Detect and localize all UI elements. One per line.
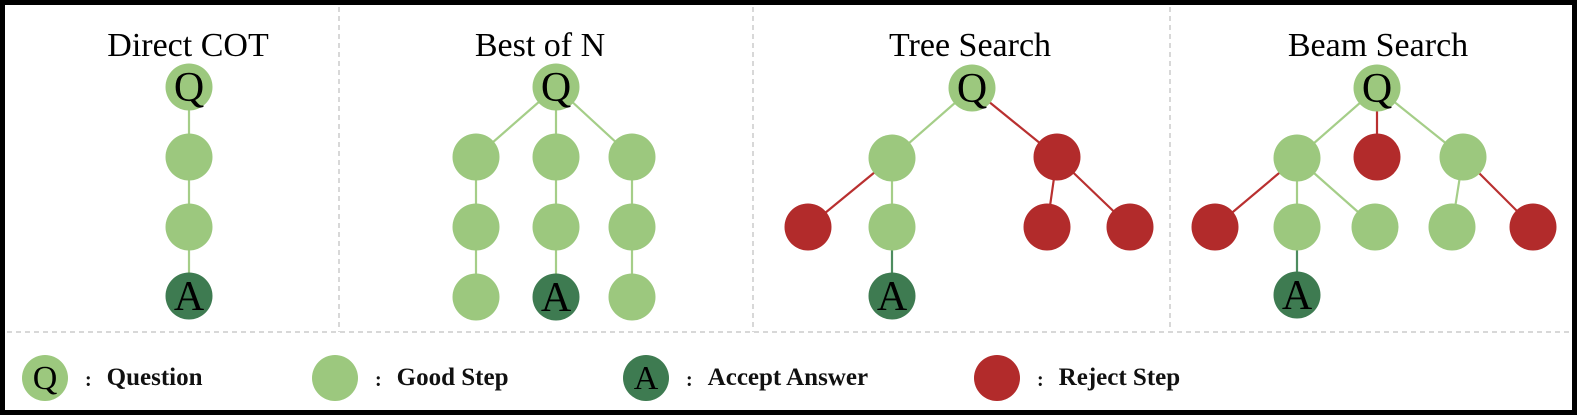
legend-label-accept-answer: Accept Answer [707,364,869,391]
node-reject [784,203,832,251]
node-label-Q: Q [957,66,987,112]
node-good [1273,203,1321,251]
node-label-A: A [541,275,572,321]
panel-title-direct-cot: Direct COT [107,27,269,64]
node-label-Q: Q [1362,66,1392,112]
legend-label-good-step: Good Step [396,364,509,391]
node-good [1428,203,1476,251]
node-good [1351,203,1399,251]
legend-separator: : [375,368,382,391]
node-good [532,133,580,181]
legend-separator: : [85,368,92,391]
node-good [608,133,656,181]
node-good [608,203,656,251]
tree-graphs: Q A Q A Q A Q A [165,63,1557,321]
node-label-A: A [1282,273,1313,319]
panel-title-tree-search: Tree Search [888,27,1052,64]
node-label-Q: Q [541,65,571,111]
node-accept [165,272,213,320]
node-reject [1509,203,1557,251]
legend-separator: : [1037,368,1044,391]
node-good [868,134,916,182]
legend-separator: : [686,368,693,391]
node-reject [1023,203,1071,251]
legend-item-question: Q : Question [22,350,203,406]
legend-item-reject-step: : Reject Step [974,350,1180,406]
legend-label-question: Question [106,364,203,391]
node-question [948,64,996,112]
node-reject [1353,133,1401,181]
legend-item-good-step: : Good Step [312,350,509,406]
node-good [452,203,500,251]
node-reject [1033,133,1081,181]
legend: Q : Question : Good Step A : Accept Answ… [5,350,1572,406]
node-good [608,273,656,321]
node-good [868,203,916,251]
diagram-canvas: Q A Q A Q A Q A [7,7,1570,333]
node-accept [1273,271,1321,319]
accept-answer-node-icon: A [623,355,669,401]
legend-item-accept-answer: A : Accept Answer [623,350,868,406]
node-question [165,63,213,111]
question-node-icon: Q [22,355,68,401]
node-reject [1106,203,1154,251]
node-label-Q: Q [174,65,204,111]
node-good [165,133,213,181]
panel-title-best-of-n: Best of N [474,27,606,64]
good-step-node-icon [312,355,358,401]
node-question [532,63,580,111]
node-question [1353,64,1401,112]
node-good [165,203,213,251]
node-good [452,133,500,181]
node-accept [532,273,580,321]
node-label-A: A [877,274,908,320]
node-reject [1191,203,1239,251]
node-good [1439,133,1487,181]
reject-step-node-icon [974,355,1020,401]
node-label-A: A [174,274,205,320]
node-good [1273,134,1321,182]
legend-label-reject-step: Reject Step [1058,364,1181,391]
panel-title-beam-search: Beam Search [1287,27,1469,64]
node-accept [868,272,916,320]
node-good [452,273,500,321]
node-good [532,203,580,251]
